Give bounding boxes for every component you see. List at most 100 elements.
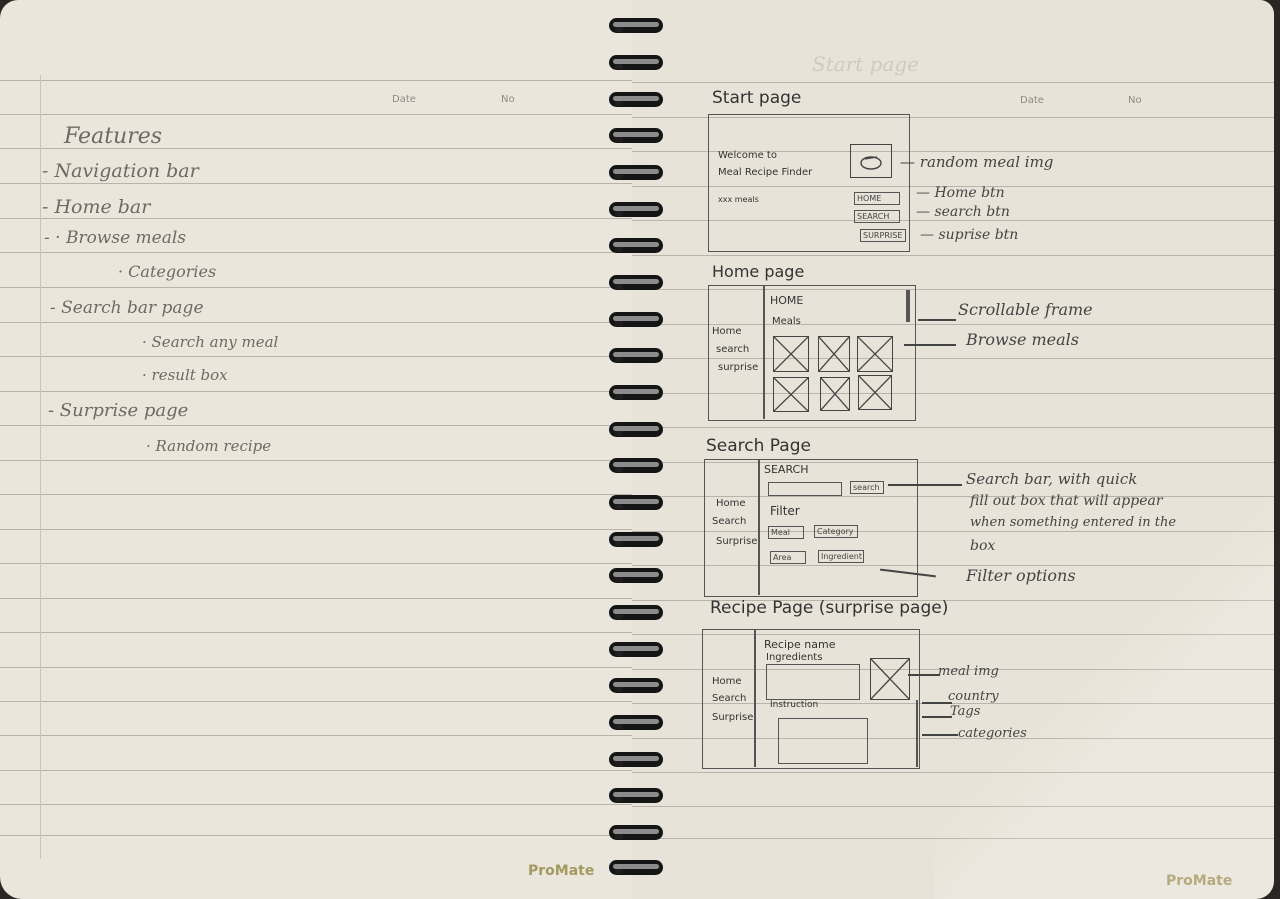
annotation: Search bar, with quick — [966, 470, 1138, 488]
home-title: HOME — [770, 294, 804, 307]
rule-line — [632, 806, 1274, 807]
welcome-text: Meal Recipe Finder — [718, 167, 813, 178]
rule-line — [0, 835, 632, 836]
spiral-coil — [609, 568, 663, 583]
spiral-coil — [609, 55, 663, 70]
start-page-frame — [708, 114, 910, 252]
search-bar-sketch — [768, 482, 842, 496]
welcome-text: Welcome to — [718, 150, 777, 161]
rule-line — [632, 669, 1274, 670]
rule-line — [632, 220, 1274, 221]
spiral-coil — [609, 128, 663, 143]
rule-line — [632, 324, 1274, 325]
nav-item: surprise — [718, 362, 759, 373]
header-no: No — [1128, 95, 1142, 106]
meals-count: xxx meals — [718, 195, 759, 204]
home-page-heading: Home page — [712, 262, 805, 281]
feature-line: - Home bar — [42, 196, 151, 218]
meal-thumb-placeholder — [773, 377, 809, 412]
right-page: Date No Start page Start page Welcome to… — [632, 0, 1274, 899]
feature-line: - Search bar page — [50, 298, 204, 318]
rule-line — [632, 289, 1274, 290]
rule-line — [632, 738, 1274, 739]
spiral-coil — [609, 238, 663, 253]
rule-line — [0, 114, 632, 115]
spiral-coil — [609, 642, 663, 657]
rule-line — [632, 703, 1274, 704]
spiral-coil — [609, 458, 663, 473]
nav-item: Search — [712, 693, 747, 704]
spiral-coil — [609, 532, 663, 547]
annotation: when something entered in the — [970, 515, 1177, 530]
features-title: Features — [64, 124, 163, 149]
rule-line — [0, 770, 632, 771]
divider — [916, 700, 918, 767]
filter-option: Ingredient — [818, 550, 864, 563]
search-button-sketch: SEARCH — [854, 210, 900, 223]
rule-line — [0, 183, 632, 184]
instructions-label: Instruction — [770, 700, 819, 710]
search-page-frame — [704, 459, 918, 597]
rule-line — [632, 151, 1274, 152]
meal-thumb-placeholder — [818, 336, 850, 372]
annotation-arrow — [922, 702, 952, 704]
annotation-arrow — [904, 344, 956, 346]
rule-line — [632, 496, 1274, 497]
annotation: meal img — [938, 664, 999, 679]
rule-line — [0, 356, 632, 357]
rule-line — [0, 632, 632, 633]
spiral-coil — [609, 788, 663, 803]
recipe-name: Recipe name — [764, 638, 836, 651]
rule-line — [0, 322, 632, 323]
annotation-arrow — [922, 716, 952, 718]
spiral-coil — [609, 348, 663, 363]
spiral-coil — [609, 275, 663, 290]
annotation: categories — [958, 726, 1027, 741]
recipe-page-heading: Recipe Page (surprise page) — [710, 598, 949, 618]
annotation: — Home btn — [916, 185, 1005, 201]
rule-line — [632, 358, 1274, 359]
nav-divider — [754, 629, 756, 767]
meal-image-placeholder — [850, 144, 892, 178]
rule-line — [0, 667, 632, 668]
annotation: — suprise btn — [920, 227, 1019, 243]
annotation-arrow — [908, 674, 940, 676]
scrollbar-sketch — [906, 290, 910, 322]
rule-line — [0, 218, 632, 219]
nav-item: Home — [716, 498, 746, 509]
rule-line — [0, 735, 632, 736]
rule-line — [632, 838, 1274, 839]
filter-label: Filter — [770, 504, 800, 518]
nav-divider — [758, 459, 760, 595]
rule-line — [632, 255, 1274, 256]
header-date: Date — [392, 94, 416, 105]
rule-line — [632, 531, 1274, 532]
rule-line — [632, 772, 1274, 773]
meal-thumb-placeholder — [858, 375, 892, 410]
rule-line — [632, 634, 1274, 635]
annotation: Scrollable frame — [958, 300, 1093, 319]
feature-line: - Navigation bar — [42, 160, 199, 182]
home-button-sketch: HOME — [854, 192, 900, 205]
feature-line: · result box — [142, 366, 228, 384]
rule-line — [0, 287, 632, 288]
meal-thumb-placeholder — [820, 377, 850, 411]
annotation: Tags — [950, 704, 981, 719]
rule-line — [0, 148, 632, 149]
spiral-coil — [609, 92, 663, 107]
header-no: No — [501, 94, 515, 105]
nav-item: Search — [712, 516, 747, 527]
spiral-coil — [609, 422, 663, 437]
brand-logo-right: ProMate — [1166, 873, 1233, 889]
annotation: country — [948, 689, 999, 704]
rule-line — [0, 460, 632, 461]
feature-line: · Random recipe — [146, 437, 272, 455]
surprise-button-sketch: SURPRISE — [860, 229, 906, 242]
spiral-coil — [609, 18, 663, 33]
rule-line — [632, 117, 1274, 118]
margin-line — [40, 75, 41, 859]
meal-thumb-placeholder — [773, 336, 809, 372]
ingredients-label: Ingredients — [766, 652, 823, 663]
rule-line — [632, 186, 1274, 187]
annotation-arrow — [918, 319, 956, 321]
